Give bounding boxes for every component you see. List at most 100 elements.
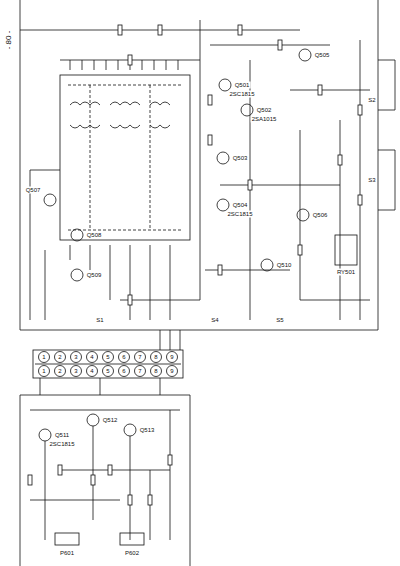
pin-number: 4 <box>90 354 93 361</box>
edge-terminal <box>378 60 395 210</box>
resistor-symbol <box>128 495 132 505</box>
connector-pin <box>55 352 66 363</box>
pin-number: 8 <box>154 368 157 375</box>
resistor-symbol <box>318 85 322 95</box>
resistor-symbol <box>28 475 32 485</box>
connector-pin <box>87 352 98 363</box>
connector-pin <box>151 366 162 377</box>
resistor-symbol <box>158 25 162 35</box>
pin-number: 8 <box>154 354 157 361</box>
transistor-label: Q505 <box>314 52 331 59</box>
connector-label: P601 <box>59 550 75 557</box>
resistor-symbol <box>108 465 112 475</box>
signal-name: S4 <box>210 317 219 324</box>
connector-pin <box>119 352 130 363</box>
resistor-symbol <box>208 95 212 105</box>
pin-number: 1 <box>42 354 45 361</box>
winding <box>70 102 170 105</box>
resistor-symbol <box>238 25 242 35</box>
pin-number: 2 <box>58 354 61 361</box>
connector-housing <box>120 533 144 545</box>
connector-pin <box>55 366 66 377</box>
pin-lead <box>70 60 178 70</box>
transistor-label: Q506 <box>312 212 329 219</box>
relay-symbol <box>335 235 357 265</box>
connector-pin <box>71 352 82 363</box>
resistor-symbol <box>358 105 362 115</box>
part-type: 2SA1015 <box>251 116 278 123</box>
pin-number: 5 <box>106 368 109 375</box>
pin-number: 5 <box>106 354 109 361</box>
pin-number: 2 <box>58 368 61 375</box>
connector-pin <box>71 366 82 377</box>
resistor-symbol <box>128 295 132 305</box>
board-outline <box>20 395 190 566</box>
wire <box>40 330 180 395</box>
transistor-label: Q508 <box>86 232 103 239</box>
transistor-label: Q510 <box>276 262 293 269</box>
resistor-symbol <box>91 475 95 485</box>
wire <box>70 245 170 320</box>
page-number: - 80 - <box>5 30 12 51</box>
transformer-block <box>60 75 190 240</box>
pin-number: 3 <box>74 368 77 375</box>
resistor-symbol <box>168 455 172 465</box>
connector-divider <box>35 364 181 365</box>
pin-number: 6 <box>122 368 125 375</box>
wire <box>30 410 180 540</box>
resistor-symbol <box>358 195 362 205</box>
dashed-link <box>68 85 182 230</box>
transistor-symbol <box>39 49 311 441</box>
transistor-label: Q511 <box>54 432 70 439</box>
transistor-label: Q504 <box>232 202 249 209</box>
signal-name: S2 <box>367 97 376 104</box>
resistor-symbol <box>248 180 252 190</box>
resistor-symbol <box>128 55 132 65</box>
resistor-symbol <box>208 135 212 145</box>
resistor-symbol <box>298 245 302 255</box>
connector-pin <box>39 352 178 377</box>
board-outline <box>20 0 378 330</box>
resistor-symbol <box>58 465 62 475</box>
winding <box>70 125 170 128</box>
transistor-label: Q507 <box>25 187 42 194</box>
signal-name: S1 <box>95 317 104 324</box>
resistor-symbol <box>338 155 342 165</box>
connector-pin <box>103 352 114 363</box>
part-type: 2SC1815 <box>226 211 253 218</box>
pin-number: 1 <box>42 368 45 375</box>
pin-number: 9 <box>170 354 173 361</box>
transistor-label: Q503 <box>232 155 249 162</box>
resistor-symbol <box>28 25 362 505</box>
pin-number: 3 <box>74 354 77 361</box>
resistor-symbol <box>118 25 122 35</box>
resistor-symbol <box>278 40 282 50</box>
transistor-label: Q501 <box>234 82 251 89</box>
pin-number: 4 <box>90 368 93 375</box>
connector-housing <box>55 533 79 545</box>
signal-name: S5 <box>275 317 284 324</box>
connector-label: P602 <box>124 550 140 557</box>
connector-pin <box>167 352 178 363</box>
pin-number: 7 <box>138 368 141 375</box>
pin-number: 9 <box>170 368 173 375</box>
connector-pin <box>167 366 178 377</box>
resistor-symbol <box>218 265 222 275</box>
part-type: 2SC1815 <box>48 441 75 448</box>
pin-number: 7 <box>138 354 141 361</box>
relay-label: RY501 <box>336 269 356 276</box>
connector-pin <box>103 366 114 377</box>
transistor-label: Q509 <box>86 272 103 279</box>
connector-pin <box>87 366 98 377</box>
transistor-label: Q502 <box>256 107 273 114</box>
connector-pin <box>39 352 50 363</box>
pin-number: 6 <box>122 354 125 361</box>
resistor-symbol <box>148 495 152 505</box>
connector-pin <box>135 366 146 377</box>
signal-name: S3 <box>367 177 376 184</box>
part-type: 2SC1815 <box>228 91 255 98</box>
connector-pin <box>39 366 50 377</box>
transistor-label: Q513 <box>139 427 156 434</box>
